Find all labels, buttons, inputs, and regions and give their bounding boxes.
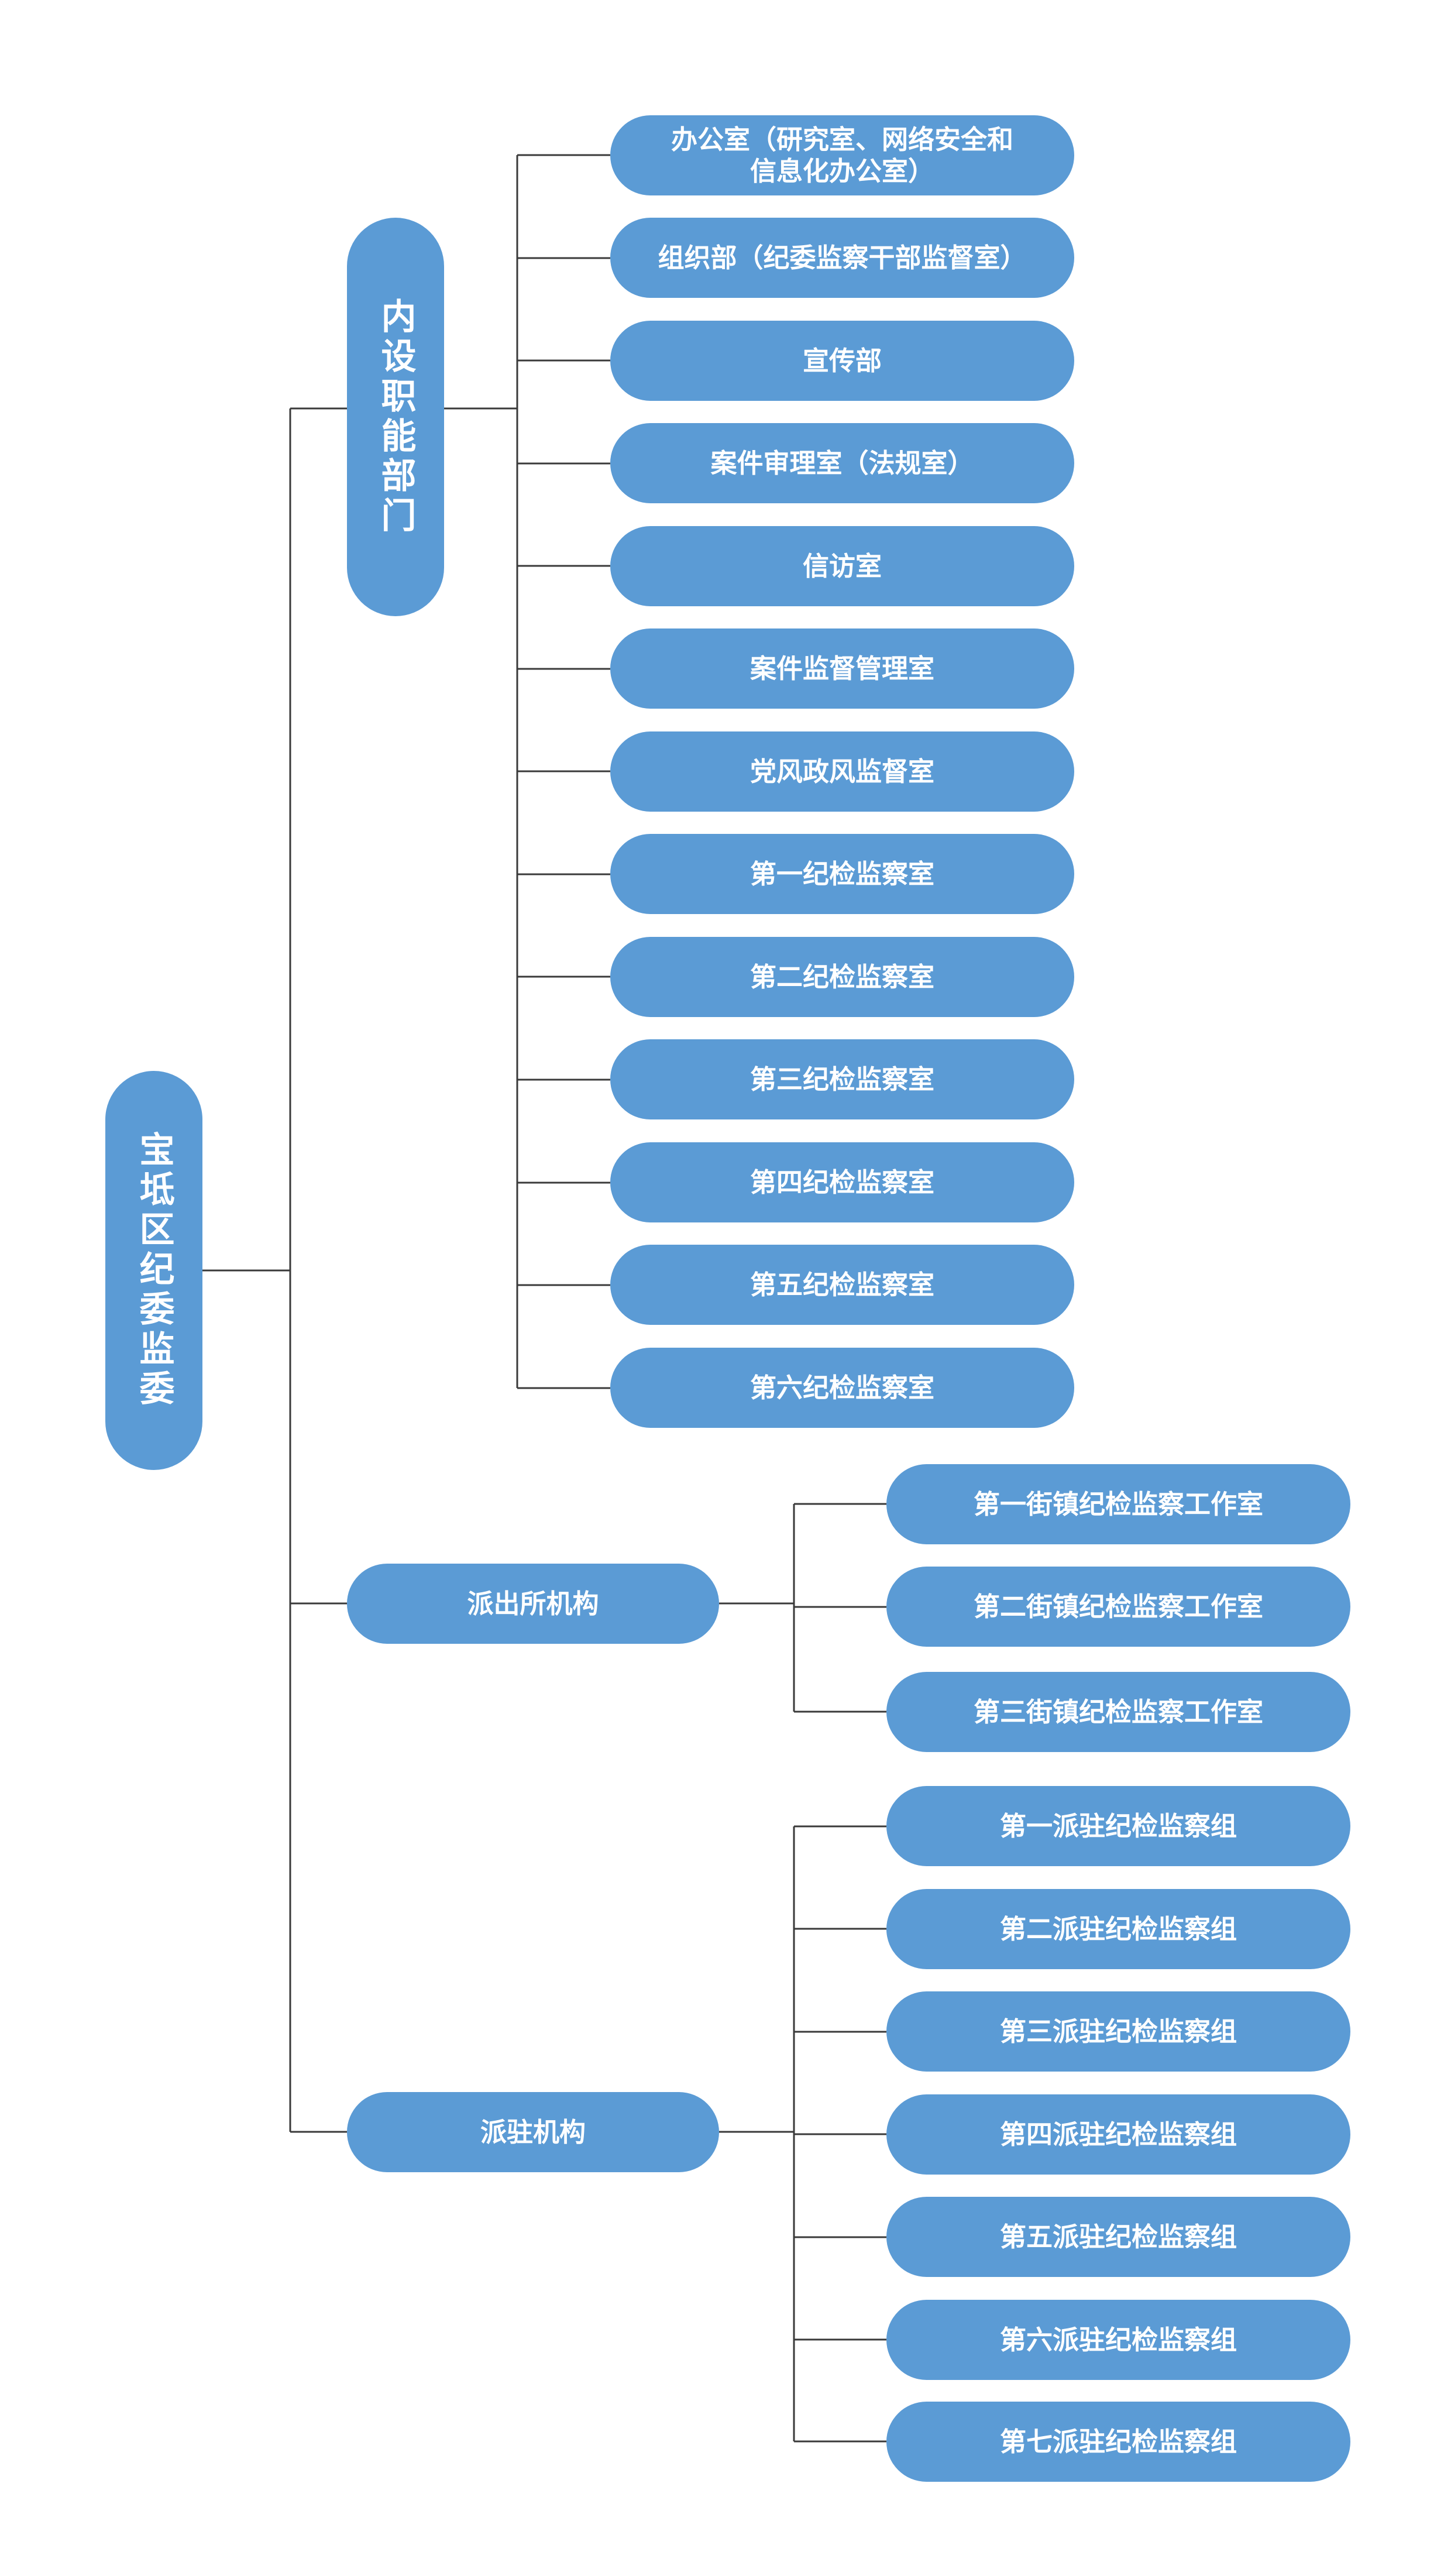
dispatched-agencies-label: 派出所机构: [467, 1588, 599, 1619]
stationed-agencies-node: 派驻机构: [347, 2092, 719, 2172]
internal-dept-item: 第一纪检监察室: [610, 834, 1074, 914]
internal-dept-item-label: 第三纪检监察室: [749, 1063, 934, 1095]
internal-dept-item-label-line: 信息化办公室）: [749, 155, 934, 187]
internal-dept-item-label-line: 办公室（研究室、网络安全和: [671, 123, 1013, 155]
internal-dept-item: 第三纪检监察室: [610, 1039, 1074, 1119]
internal-dept-item: 宣传部: [610, 321, 1074, 401]
internal-dept-item-label: 办公室（研究室、网络安全和 信息化办公室）: [671, 124, 1013, 187]
dispatched-agency-item-label: 第一街镇纪检监察工作室: [973, 1488, 1263, 1520]
root-node-label: 宝坻区纪委监委: [133, 1131, 174, 1410]
stationed-agency-item-label: 第四派驻纪检监察组: [999, 2118, 1237, 2150]
stationed-agency-item: 第六派驻纪检监察组: [886, 2300, 1350, 2380]
internal-departments-node: 内设职能部门: [347, 218, 444, 616]
internal-dept-item-label: 第一纪检监察室: [749, 858, 934, 889]
dispatched-agencies-node: 派出所机构: [347, 1564, 719, 1644]
internal-dept-item-label: 第五纪检监察室: [749, 1269, 934, 1300]
internal-dept-item: 第五纪检监察室: [610, 1245, 1074, 1325]
internal-dept-item-label: 组织部（纪委监察干部监督室）: [658, 242, 1027, 273]
dispatched-agency-item: 第二街镇纪检监察工作室: [886, 1567, 1350, 1647]
internal-dept-item: 案件监督管理室: [610, 628, 1074, 709]
stationed-agency-item-label: 第七派驻纪检监察组: [999, 2426, 1237, 2457]
stationed-agencies-label: 派驻机构: [480, 2116, 586, 2148]
internal-dept-item-label: 案件监督管理室: [749, 652, 934, 684]
stationed-agency-item: 第二派驻纪检监察组: [886, 1889, 1350, 1969]
internal-dept-item: 组织部（纪委监察干部监督室）: [610, 218, 1074, 298]
internal-dept-item-label: 第六纪检监察室: [749, 1372, 934, 1403]
internal-dept-item: 第二纪检监察室: [610, 937, 1074, 1017]
stationed-agency-item: 第一派驻纪检监察组: [886, 1786, 1350, 1866]
root-node: 宝坻区纪委监委: [105, 1071, 202, 1470]
internal-departments-label: 内设职能部门: [375, 297, 416, 537]
internal-dept-item: 党风政风监督室: [610, 731, 1074, 812]
internal-dept-item-label: 党风政风监督室: [749, 755, 934, 787]
stationed-agency-item-label: 第六派驻纪检监察组: [999, 2324, 1237, 2355]
stationed-agency-item: 第三派驻纪检监察组: [886, 1991, 1350, 2072]
internal-dept-item: 信访室: [610, 526, 1074, 606]
dispatched-agency-item-label: 第三街镇纪检监察工作室: [973, 1696, 1263, 1727]
internal-dept-item-label: 宣传部: [802, 345, 882, 376]
stationed-agency-item: 第五派驻纪检监察组: [886, 2197, 1350, 2277]
internal-dept-item: 第四纪检监察室: [610, 1142, 1074, 1222]
dispatched-agency-item: 第三街镇纪检监察工作室: [886, 1672, 1350, 1752]
internal-dept-item-label: 信访室: [802, 550, 882, 582]
stationed-agency-item-label: 第五派驻纪检监察组: [999, 2221, 1237, 2252]
internal-dept-item: 第六纪检监察室: [610, 1348, 1074, 1428]
internal-dept-item-label: 第二纪检监察室: [749, 961, 934, 992]
dispatched-agency-item: 第一街镇纪检监察工作室: [886, 1464, 1350, 1544]
stationed-agency-item: 第四派驻纪检监察组: [886, 2094, 1350, 2175]
dispatched-agency-item-label: 第二街镇纪检监察工作室: [973, 1591, 1263, 1622]
stationed-agency-item: 第七派驻纪检监察组: [886, 2402, 1350, 2482]
internal-dept-item: 案件审理室（法规室）: [610, 423, 1074, 503]
stationed-agency-item-label: 第一派驻纪检监察组: [999, 1810, 1237, 1842]
internal-dept-item-label: 案件审理室（法规室）: [710, 447, 974, 479]
stationed-agency-item-label: 第三派驻纪检监察组: [999, 2015, 1237, 2047]
internal-dept-item: 办公室（研究室、网络安全和 信息化办公室）: [610, 115, 1074, 195]
internal-dept-item-label: 第四纪检监察室: [749, 1166, 934, 1198]
stationed-agency-item-label: 第二派驻纪检监察组: [999, 1913, 1237, 1945]
